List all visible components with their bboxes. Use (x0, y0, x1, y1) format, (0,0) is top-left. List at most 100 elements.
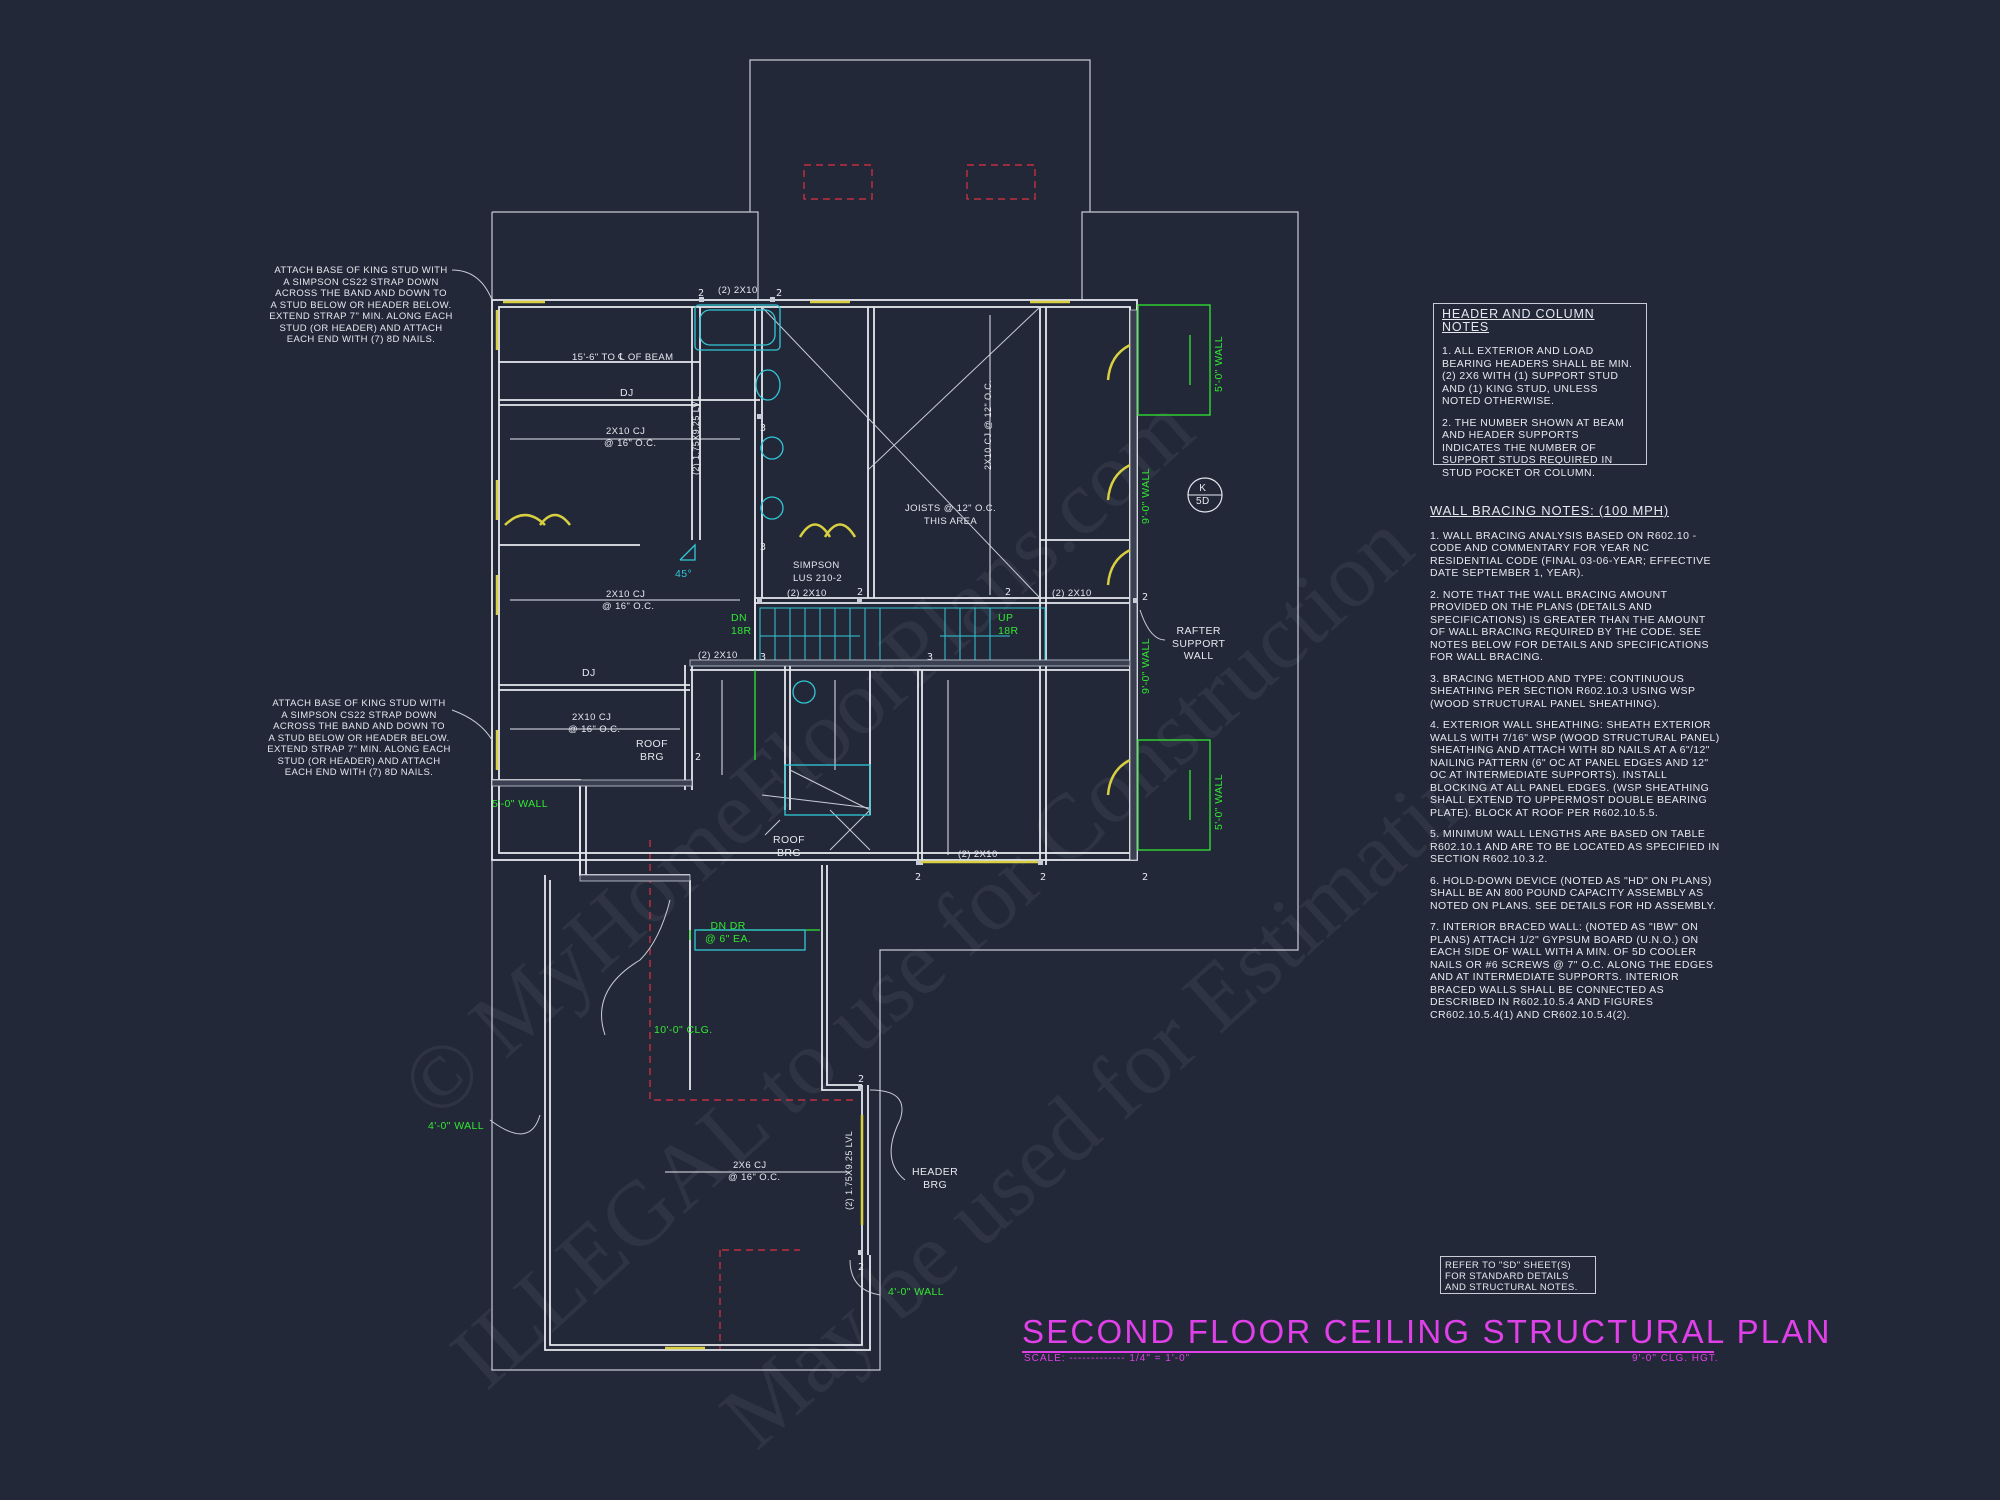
ceiling-10ft-label: 10'-0" CLG. (654, 1024, 713, 1036)
note-line: 5D (1196, 496, 1210, 507)
joists-vertical-label: 2x10 CJ @ 12" O.C. (983, 379, 993, 470)
wall-bracing-item: 1. WALL BRACING ANALYSIS BASED ON R602.1… (1430, 529, 1711, 580)
section-tag: K 5D (1196, 482, 1210, 508)
svg-text:2: 2 (695, 752, 701, 763)
rafter-support-label: RAFTER SUPPORT WALL (1172, 625, 1225, 663)
wall-4ft-label-right: 4'-0" WALL (888, 1286, 945, 1298)
span-arrows (510, 315, 991, 1173)
note-line: A SIMPSON CS22 STRAP DOWN (281, 709, 437, 721)
svg-text:2: 2 (698, 288, 704, 299)
cj-spacing-4: @ 16" O.C. (728, 1172, 781, 1183)
wall-bracing-notes: WALL BRACING NOTES: (100 MPH) 1. WALL BR… (1430, 503, 1720, 1030)
lvl-label-left: (2) 1.75x9.25 LVL (691, 395, 701, 475)
svg-text:3: 3 (760, 423, 766, 434)
note-line: STUD (OR HEADER) AND ATTACH (279, 322, 443, 334)
note-line: AND STRUCTURAL NOTES. (1445, 1282, 1578, 1293)
wall-5ft-label-bottom-right: 5'-0" WALL (1213, 773, 1225, 830)
lower-wing-walls (492, 779, 871, 1351)
svg-text:2: 2 (858, 1262, 864, 1273)
note-line: ACROSS THE BAND AND DOWN TO (273, 721, 445, 732)
cj-label-3: 2x10 CJ (572, 712, 612, 723)
wall-9ft-label-2: 9'-0" WALL (1140, 637, 1152, 694)
note-line: SUPPORT (1172, 637, 1226, 650)
wall-4ft-label-left: 4'-0" WALL (428, 1120, 485, 1132)
dn-dr-label: DN DR @ 6" EA. (705, 920, 751, 945)
note-line: SIMPSON (793, 560, 840, 571)
stair-down-label: DN 18R (731, 612, 751, 637)
wall-bracing-item: 7. INTERIOR BRACED WALL: (NOTED AS "IBW"… (1430, 921, 1714, 1021)
header-label-mid-1: (2) 2x10 (787, 588, 827, 599)
lvl-label-right: (2) 1.75x9.25 LVL (844, 1130, 854, 1210)
stair-up-label: UP 18R (998, 612, 1018, 637)
note-line: A STUD BELOW OR HEADER BELOW. (268, 732, 450, 744)
note-line: THIS AREA (923, 515, 978, 527)
king-stud-note-top: ATTACH BASE OF KING STUD WITH A SIMPSON … (266, 265, 456, 346)
header-label-mid-3: (2) 2x10 (698, 650, 738, 661)
svg-text:3: 3 (927, 652, 933, 663)
note-line: JOISTS @ 12" O.C. (905, 503, 997, 514)
title-underline (1022, 1351, 1714, 1353)
svg-text:2: 2 (857, 587, 863, 598)
cj-spacing-2: @ 16" O.C. (602, 601, 655, 612)
note-line: EACH END WITH (7) 8d NAILS. (286, 334, 436, 345)
header-label-mid-2: (2) 2x10 (1052, 588, 1092, 599)
svg-text:2: 2 (1040, 872, 1046, 883)
note-line: K (1199, 483, 1207, 494)
header-note-item: 1. ALL EXTERIOR AND LOAD BEARING HEADERS… (1442, 345, 1633, 407)
simpson-label: SIMPSON LUS 210-2 (793, 560, 842, 585)
note-line: ATTACH BASE OF KING STUD WITH (274, 265, 448, 276)
beam-span-label: 15'-6" TO ℄ OF BEAM (572, 352, 674, 363)
svg-text:3: 3 (760, 542, 766, 553)
header-brg-label: HEADER BRG (912, 1166, 958, 1191)
note-line: ACROSS THE BAND AND DOWN TO (275, 288, 447, 299)
note-line: ROOF (636, 738, 668, 750)
joists-area-label: JOISTS @ 12" O.C. THIS AREA (905, 503, 996, 528)
wall-5ft-label-top-right: 5'-0" WALL (1213, 335, 1225, 392)
leader-lines (451, 269, 1166, 1296)
post-marks (699, 297, 1138, 1255)
angle-label: 45° (675, 568, 693, 580)
cj-label-2: 2x10 CJ (606, 589, 646, 600)
header-label-bottom: (2) 2x10 (958, 849, 998, 860)
drawing-scale: SCALE: ------------- 1/4" = 1'-0" (1024, 1353, 1191, 1364)
note-line: @ 6" EA. (705, 932, 752, 945)
yellow-headers (495, 300, 1131, 1350)
note-line: ATTACH BASE OF KING STUD WITH (272, 698, 446, 709)
note-line: RAFTER (1176, 625, 1221, 637)
dj-label-2: DJ (582, 667, 596, 679)
svg-text:2: 2 (915, 872, 921, 883)
note-line: EACH END WITH (7) 8d NAILS. (284, 767, 434, 778)
note-line: FOR STANDARD DETAILS (1445, 1271, 1569, 1282)
bath-fixtures (679, 304, 871, 951)
ceiling-height: 9'-0" CLG. HGT. (1632, 1353, 1719, 1364)
note-line: HEADER (912, 1166, 959, 1178)
svg-text:2: 2 (1142, 592, 1148, 603)
wall-bracing-title: WALL BRACING NOTES: (100 MPH) (1430, 503, 1669, 518)
svg-text:2: 2 (1005, 587, 1011, 598)
drawing-title: SECOND FLOOR CEILING STRUCTURAL PLAN (1022, 1313, 1832, 1350)
svg-text:2: 2 (776, 288, 782, 299)
wall-bracing-item: 4. EXTERIOR WALL SHEATHING: SHEATH EXTER… (1430, 719, 1720, 819)
note-line: STUD (OR HEADER) AND ATTACH (277, 755, 441, 767)
header-column-notes: HEADER AND COLUMN NOTES 1. ALL EXTERIOR … (1433, 303, 1647, 479)
wall-9ft-label-1: 9'-0" WALL (1140, 467, 1152, 524)
svg-text:2: 2 (1142, 872, 1148, 883)
header-note-item: 2. THE NUMBER SHOWN AT BEAM AND HEADER S… (1442, 416, 1625, 479)
cj-label-4: 2x6 CJ (733, 1160, 767, 1171)
note-line: EXTEND STRAP 7" MIN. ALONG EACH (267, 744, 451, 755)
note-line: LUS 210-2 (793, 572, 843, 584)
red-dashed-markers (649, 164, 1036, 1350)
refer-note: REFER TO "SD" SHEET(S) FOR STANDARD DETA… (1440, 1256, 1596, 1294)
note-line: BRG (923, 1178, 948, 1191)
roof-brg-label-1: ROOF BRG (636, 738, 668, 763)
svg-text:2: 2 (858, 1074, 864, 1085)
note-line: DN (731, 612, 747, 624)
note-line: REFER TO "SD" SHEET(S) (1445, 1260, 1572, 1271)
dj-label-1: DJ (620, 387, 634, 399)
wall-bracing-item: 5. MINIMUM WALL LENGTHS ARE BASED ON TAB… (1430, 828, 1720, 865)
cj-spacing-3: @ 16" O.C. (568, 724, 621, 735)
note-line: A STUD BELOW OR HEADER BELOW. (270, 299, 452, 311)
note-line: WALL (1183, 650, 1214, 662)
note-line: BRG (639, 750, 664, 763)
